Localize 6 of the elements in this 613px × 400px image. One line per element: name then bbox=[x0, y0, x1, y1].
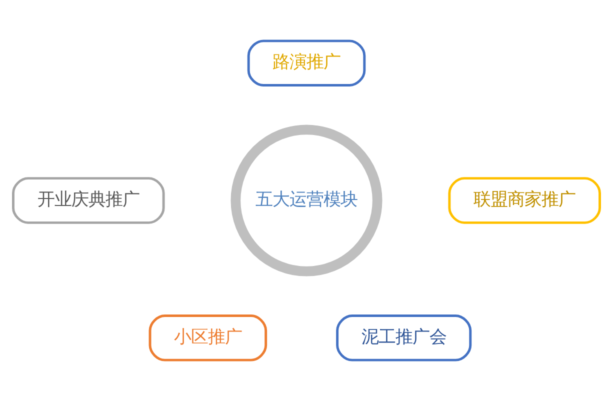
node-box: 联盟商家推广 bbox=[448, 176, 601, 224]
node-box: 路演推广 bbox=[247, 39, 366, 86]
node-box: 小区推广 bbox=[148, 314, 268, 361]
node-box: 开业庆典推广 bbox=[12, 176, 165, 224]
node-circle: 五大运营模块 bbox=[230, 124, 382, 276]
node-box: 泥工推广会 bbox=[336, 314, 472, 361]
